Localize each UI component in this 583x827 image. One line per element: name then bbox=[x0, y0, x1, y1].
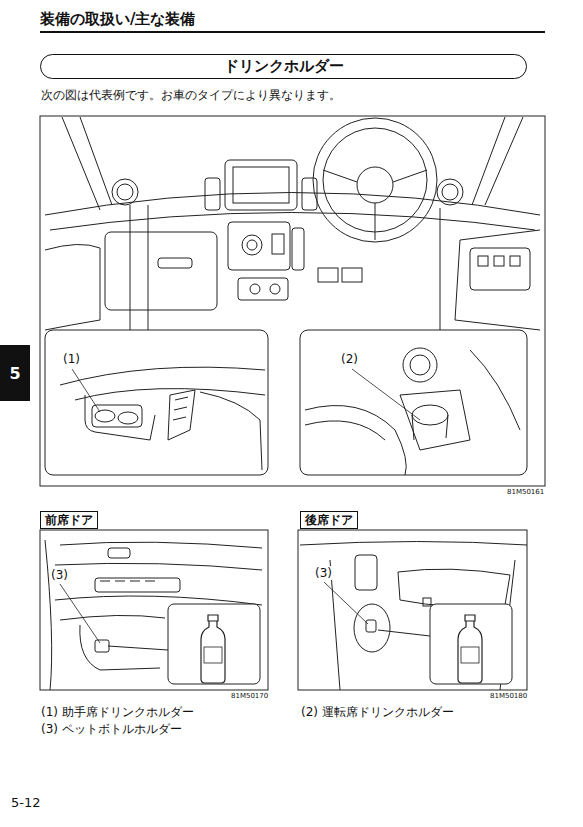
callout-number: (3) bbox=[314, 566, 333, 580]
chapter-tab: 5 bbox=[0, 345, 30, 401]
callout-number: (3) bbox=[50, 568, 69, 582]
page-number: 5-12 bbox=[10, 795, 42, 811]
section-banner: ドリンクホルダー bbox=[40, 54, 527, 79]
node-text: 5 bbox=[9, 364, 20, 383]
leader-line bbox=[60, 369, 420, 643]
passenger-holder-inset bbox=[45, 330, 268, 475]
callout-number: (2) bbox=[340, 352, 359, 366]
rear-door-drawing bbox=[298, 530, 527, 690]
driver-holder-inset bbox=[300, 330, 527, 475]
node-text: ドリンクホルダー bbox=[224, 57, 344, 76]
caption-item: (1) 助手席ドリンクホルダー bbox=[40, 705, 195, 719]
caption-item: (2) 運転席ドリンクホルダー bbox=[300, 705, 455, 719]
dashboard-drawing bbox=[40, 116, 545, 486]
figure-label-box: 後席ドア bbox=[300, 511, 358, 529]
figure-code: 81M50170 bbox=[230, 692, 269, 700]
header-rule bbox=[40, 31, 545, 33]
figure-code: 81M50180 bbox=[489, 692, 528, 700]
section-title: 装備の取扱い/主な装備 bbox=[40, 10, 195, 28]
node-text: 後席ドア bbox=[305, 512, 353, 529]
figure-code: 81M50161 bbox=[506, 488, 545, 496]
caption-item: (3) ペットボトルホルダー bbox=[40, 722, 183, 736]
intro-note: 次の図は代表例です。お車のタイプにより異なります。 bbox=[40, 88, 342, 102]
callout-number: (1) bbox=[62, 352, 81, 366]
node-text: 前席ドア bbox=[45, 512, 93, 529]
figure-label-box: 前席ドア bbox=[40, 511, 98, 529]
front-door-drawing bbox=[40, 530, 268, 690]
